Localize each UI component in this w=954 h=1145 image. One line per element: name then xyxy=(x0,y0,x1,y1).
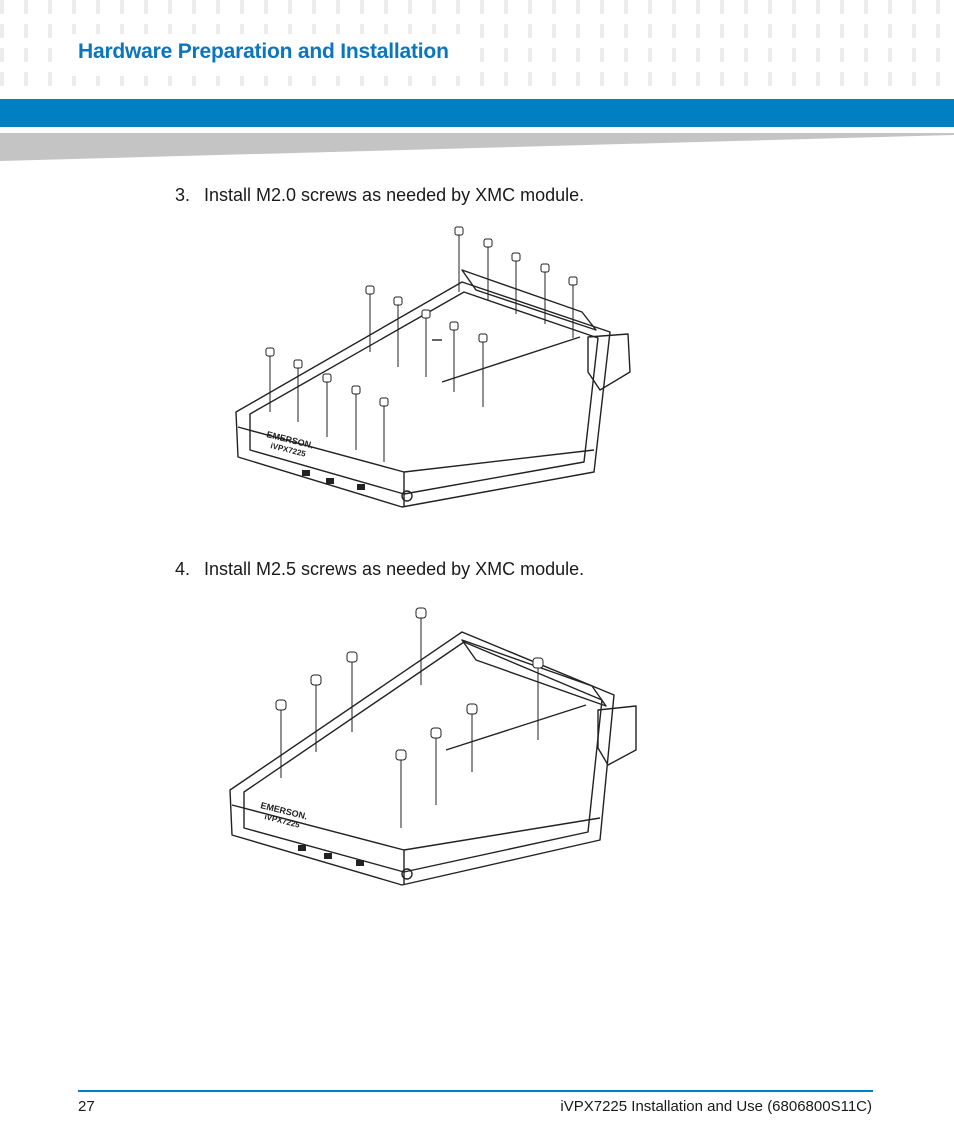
screw-icon xyxy=(421,309,431,377)
screw-icon xyxy=(540,263,550,324)
screw-icon xyxy=(532,657,544,740)
screw-icon xyxy=(379,397,389,462)
screw-icon xyxy=(466,703,478,772)
screw-icon xyxy=(393,296,403,367)
screw-icon xyxy=(265,347,275,412)
screw-icon xyxy=(275,699,287,778)
screw-icon xyxy=(415,607,427,685)
front-screw-circle xyxy=(401,868,413,880)
side-bracket xyxy=(587,333,631,391)
side-bracket xyxy=(597,705,637,766)
header-blue-bar xyxy=(0,99,954,127)
page-number: 27 xyxy=(78,1098,95,1115)
step-text: Install M2.0 screws as needed by XMC mod… xyxy=(204,185,585,205)
header-pattern-mask xyxy=(60,34,460,76)
figure-m25-screws: EMERSON. iVPX7225 xyxy=(229,607,637,886)
board-outline xyxy=(235,281,611,508)
section-title: Hardware Preparation and Installation xyxy=(78,40,449,63)
screw-icon xyxy=(395,749,407,828)
screw-icon xyxy=(293,359,303,422)
front-slot xyxy=(298,845,306,851)
screw-icon xyxy=(478,333,488,407)
screw-icon xyxy=(511,252,521,314)
connector-block xyxy=(461,269,597,331)
screw-icon xyxy=(454,226,464,292)
screw-icon xyxy=(449,321,459,392)
front-screw-circle xyxy=(401,490,413,502)
step-number: 4. xyxy=(175,559,191,579)
step-4: 4. Install M2.5 screws as needed by XMC … xyxy=(175,559,584,580)
front-slot xyxy=(302,470,310,476)
front-slot xyxy=(356,860,364,866)
step-3: 3. Install M2.0 screws as needed by XMC … xyxy=(175,185,584,206)
step-number: 3. xyxy=(175,185,191,205)
screw-icon xyxy=(568,276,578,338)
screw-icon xyxy=(346,651,358,732)
screw-icon xyxy=(483,238,493,300)
screw-icon xyxy=(365,285,375,352)
step-text: Install M2.5 screws as needed by XMC mod… xyxy=(204,559,585,579)
board-outline xyxy=(229,631,615,886)
front-slot xyxy=(324,853,332,859)
front-slot xyxy=(357,484,365,490)
screw-icon xyxy=(322,373,332,437)
screw-icon xyxy=(310,674,322,752)
screw-icon xyxy=(430,727,442,805)
connector-block xyxy=(461,639,607,707)
document-title: iVPX7225 Installation and Use (6806800S1… xyxy=(560,1098,872,1115)
footer-rule xyxy=(78,1090,873,1092)
front-slot xyxy=(326,478,334,484)
figure-m20-screws: EMERSON. iVPX7225 xyxy=(235,226,631,508)
screw-icon xyxy=(351,385,361,450)
header-gray-wedge xyxy=(0,133,954,161)
